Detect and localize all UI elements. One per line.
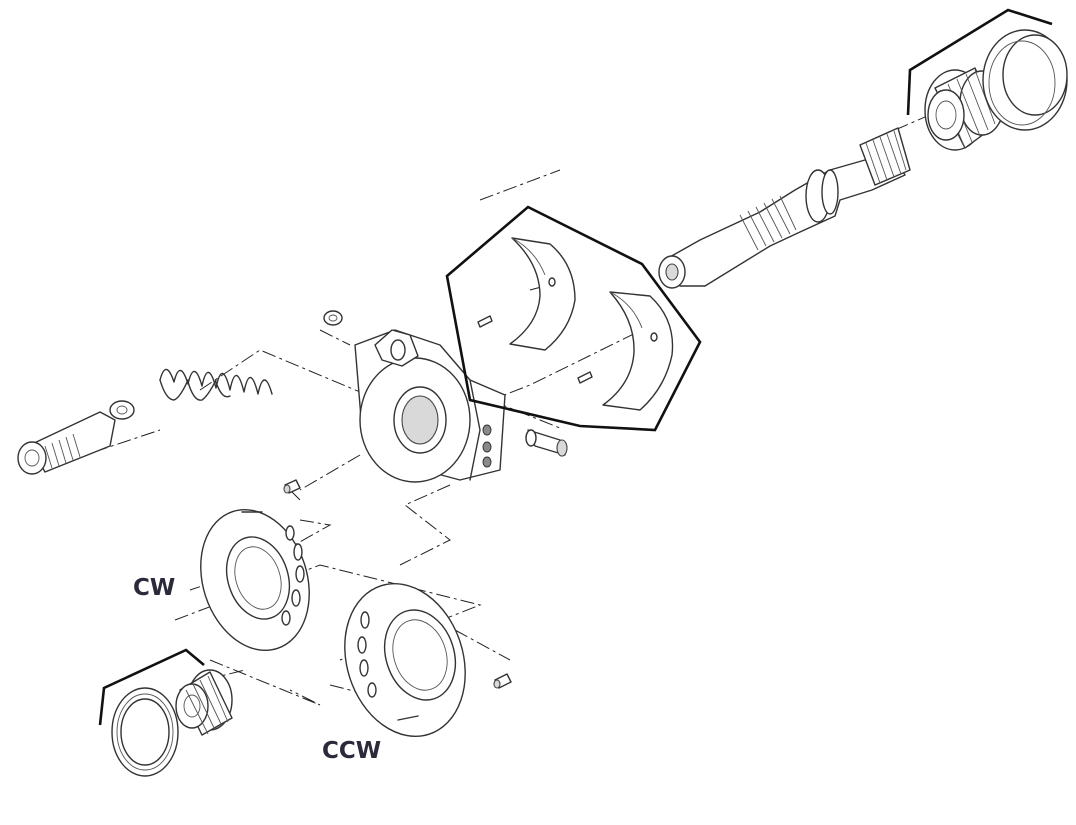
dowel-pin-lower xyxy=(493,673,512,689)
adjustment-rod xyxy=(17,400,135,475)
centerline-dowel-lower xyxy=(454,629,511,661)
drive-shaft xyxy=(658,127,911,289)
centerline-pin xyxy=(469,391,561,429)
pivot-pin xyxy=(525,429,568,457)
label-ccw: CCW xyxy=(322,738,381,764)
valve-plate-ccw xyxy=(344,582,466,738)
swashplate-housing xyxy=(354,329,506,483)
centerline-rod xyxy=(69,429,161,461)
dowel-pin-upper xyxy=(283,479,301,494)
valve-plate-cw xyxy=(200,508,310,652)
saddle-bearing-lower xyxy=(577,291,674,411)
saddle-bearings-outline xyxy=(445,205,702,432)
saddle-bearing-upper xyxy=(477,237,576,351)
tapered-bearing-upper xyxy=(906,8,1053,151)
lower-bearing-bracket xyxy=(98,648,205,726)
centerline-snap-ring xyxy=(319,329,351,346)
spring xyxy=(159,368,273,401)
upper-bearing-bracket xyxy=(906,8,1053,116)
centerline-lower xyxy=(209,659,321,706)
saddle-bearings-group xyxy=(445,205,702,432)
centerline-shaft-upper xyxy=(479,169,561,201)
bearing-cone-lower xyxy=(175,669,233,736)
centerline-housing-plate xyxy=(299,454,361,491)
bearing-cup-upper xyxy=(982,29,1068,131)
label-cw: CW xyxy=(133,575,175,601)
centerline-spring xyxy=(199,349,391,393)
tapered-bearing-lower xyxy=(98,648,205,777)
snap-ring xyxy=(323,310,343,326)
centerline-plate-right xyxy=(399,484,451,566)
